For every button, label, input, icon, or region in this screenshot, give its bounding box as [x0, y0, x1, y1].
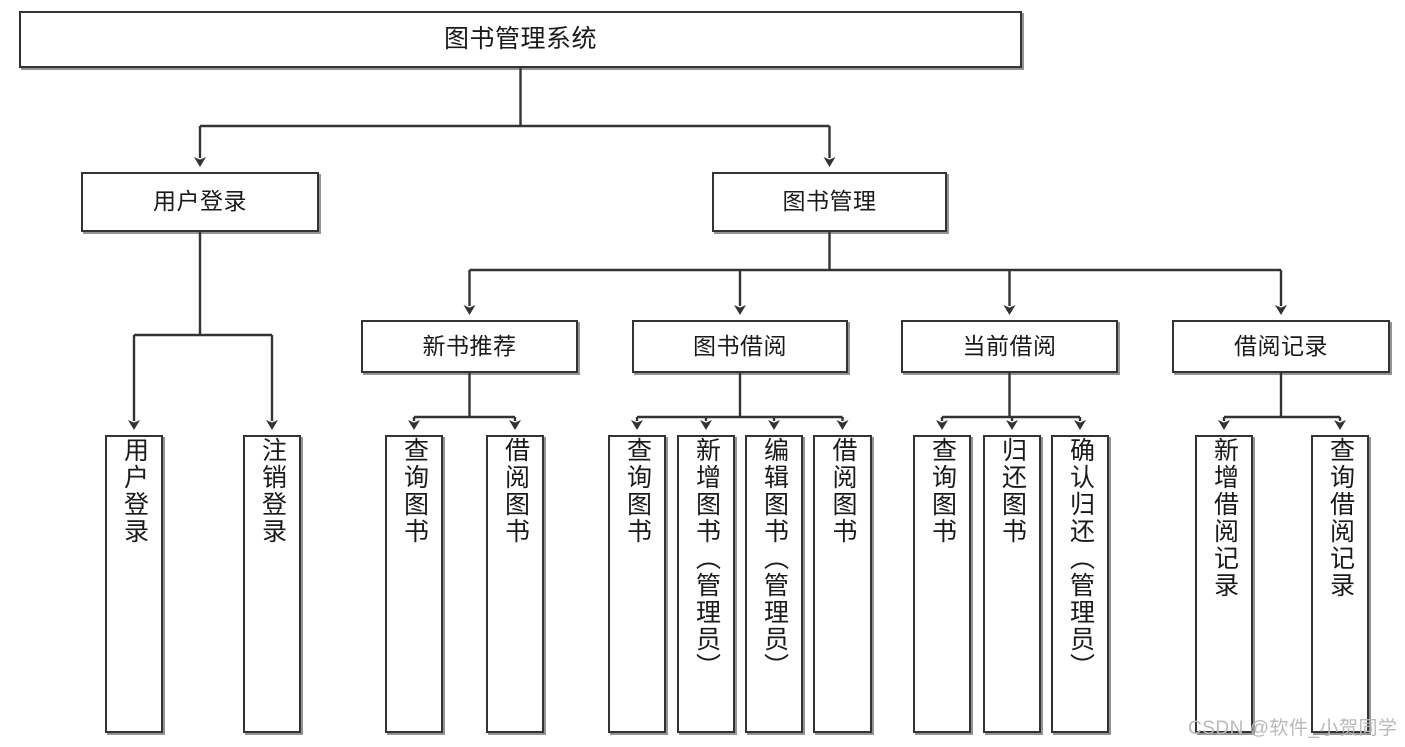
leaf-confirm-return-admin-label: 确认归还（管理员） — [1066, 437, 1095, 680]
leaf-query-book-1-label: 查询图书 — [400, 437, 429, 545]
node-book-manage[interactable]: 图书管理 — [712, 172, 947, 232]
leaf-query-book-3[interactable]: 查询图书 — [913, 435, 971, 733]
leaf-query-borrow-record[interactable]: 查询借阅记录 — [1311, 435, 1369, 733]
leaf-add-borrow-record[interactable]: 新增借阅记录 — [1195, 435, 1253, 733]
leaf-query-book-2[interactable]: 查询图书 — [608, 435, 666, 733]
leaf-borrow-book-1-label: 借阅图书 — [501, 437, 530, 545]
node-current-borrow[interactable]: 当前借阅 — [901, 320, 1118, 373]
leaf-confirm-return-admin[interactable]: 确认归还（管理员） — [1051, 435, 1109, 733]
leaf-user-login[interactable]: 用户登录 — [105, 435, 163, 733]
node-root[interactable]: 图书管理系统 — [19, 11, 1022, 68]
leaf-query-borrow-record-label: 查询借阅记录 — [1326, 437, 1355, 599]
node-book-borrow-label: 图书借阅 — [693, 332, 787, 359]
leaf-borrow-book-2-label: 借阅图书 — [829, 437, 857, 545]
csdn-watermark: CSDN @软件_小贺同学 — [1188, 718, 1398, 739]
leaf-add-book-admin[interactable]: 新增图书（管理员） — [677, 435, 735, 733]
leaf-logout-label: 注销登录 — [258, 437, 287, 545]
node-user-login[interactable]: 用户登录 — [81, 172, 319, 232]
leaf-add-book-admin-label: 新增图书（管理员） — [692, 437, 721, 680]
node-new-book-recommend-label: 新书推荐 — [422, 332, 517, 359]
leaf-user-login-label: 用户登录 — [120, 437, 149, 545]
leaf-return-book[interactable]: 归还图书 — [983, 435, 1041, 733]
leaf-borrow-book-1[interactable]: 借阅图书 — [486, 435, 544, 733]
node-borrow-record-label: 借阅记录 — [1234, 332, 1328, 359]
node-current-borrow-label: 当前借阅 — [962, 332, 1057, 359]
leaf-logout[interactable]: 注销登录 — [243, 435, 301, 733]
leaf-return-book-label: 归还图书 — [998, 437, 1027, 545]
leaf-query-book-1[interactable]: 查询图书 — [385, 435, 443, 733]
leaf-edit-book-admin-label: 编辑图书（管理员） — [760, 437, 789, 680]
node-book-borrow[interactable]: 图书借阅 — [632, 320, 848, 373]
leaf-query-book-3-label: 查询图书 — [928, 437, 957, 545]
leaf-add-borrow-record-label: 新增借阅记录 — [1210, 437, 1239, 599]
leaf-borrow-book-2[interactable]: 借阅图书 — [813, 435, 872, 733]
node-book-manage-label: 图书管理 — [782, 188, 877, 215]
node-new-book-recommend[interactable]: 新书推荐 — [361, 320, 578, 373]
leaf-query-book-2-label: 查询图书 — [623, 437, 652, 545]
node-user-login-label: 用户登录 — [153, 188, 247, 215]
node-root-label: 图书管理系统 — [443, 24, 597, 53]
node-borrow-record[interactable]: 借阅记录 — [1172, 320, 1390, 373]
leaf-edit-book-admin[interactable]: 编辑图书（管理员） — [745, 435, 803, 733]
